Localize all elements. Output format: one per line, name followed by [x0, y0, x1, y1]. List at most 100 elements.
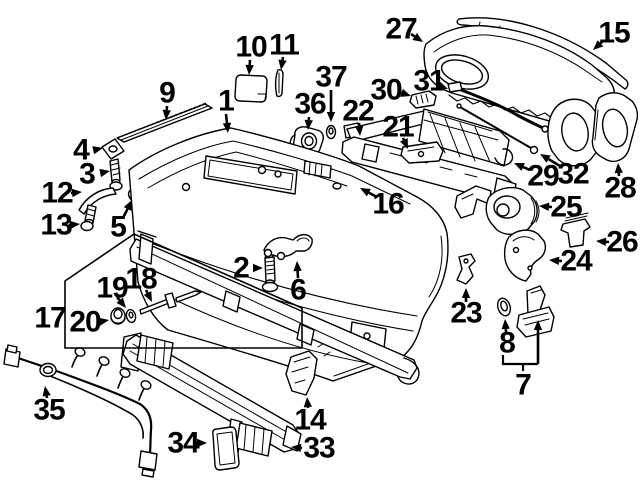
callout-label-7: 7: [515, 369, 531, 402]
part-4-bracket-art: [102, 139, 124, 159]
part-11-strip-art: [276, 70, 283, 97]
part-25-cup-art: [486, 188, 539, 235]
callout-label-20: 20: [69, 306, 101, 339]
callout-label-1: 1: [218, 85, 234, 118]
callout-26: 26: [596, 226, 639, 259]
callout-label-30: 30: [370, 74, 402, 107]
callout-22: 22: [342, 95, 375, 136]
callout-13: 13: [40, 209, 80, 242]
callout-label-15: 15: [598, 17, 630, 50]
callout-label-37: 37: [315, 61, 347, 94]
callout-label-19: 19: [96, 272, 128, 305]
callout-31: 31: [413, 65, 448, 98]
callout-label-14: 14: [294, 404, 327, 437]
part-35-harness-art: [4, 345, 157, 477]
part-19-washer-art: [125, 309, 137, 324]
callout-label-28: 28: [604, 172, 636, 205]
callout-6: 6: [290, 261, 307, 307]
callout-8: 8: [499, 319, 516, 360]
part-18-rod-art: [140, 291, 201, 314]
part-30-clip-art: [410, 91, 436, 108]
callout-label-5: 5: [110, 211, 126, 244]
callout-label-3: 3: [79, 158, 95, 191]
part-9-molding-strip-art: [117, 103, 212, 142]
callout-23: 23: [450, 288, 483, 330]
callout-5: 5: [110, 200, 132, 244]
callout-27: 27: [385, 13, 423, 46]
part-10-plate-art: [235, 75, 267, 102]
callout-34: 34: [167, 427, 207, 460]
part-32-rod-art: [457, 104, 538, 154]
callout-37: 37: [315, 61, 348, 122]
callout-label-33: 33: [303, 432, 335, 465]
callout-label-31: 31: [413, 65, 445, 98]
callout-label-17: 17: [34, 302, 66, 335]
callout-24: 24: [549, 245, 594, 278]
callout-label-13: 13: [40, 209, 72, 242]
callout-2: 2: [233, 252, 263, 285]
part-6-bracket-art: [264, 235, 312, 260]
callout-3: 3: [79, 158, 110, 191]
callout-14: 14: [294, 397, 328, 437]
callout-4: 4: [73, 134, 103, 167]
callout-18: 18: [125, 263, 158, 302]
callout-label-4: 4: [73, 134, 90, 167]
callout-10: 10: [235, 31, 268, 75]
part-26-bracket-art: [561, 213, 590, 247]
callout-30: 30: [370, 74, 411, 107]
part-7-bracket-art: [517, 286, 554, 337]
part-end-bracket-art: [455, 186, 491, 218]
callout-label-21: 21: [382, 111, 414, 144]
callout-9: 9: [159, 77, 176, 120]
callout-20: 20: [69, 306, 109, 339]
part-37-grommet-art: [327, 126, 336, 139]
callout-label-36: 36: [294, 88, 326, 121]
callout-15: 15: [593, 17, 631, 50]
part-3-screw-art: [110, 159, 122, 190]
part-27-diffuser-art: [424, 26, 614, 166]
callout-19: 19: [96, 272, 129, 308]
kit-box-outline: [64, 233, 303, 349]
callout-label-18: 18: [125, 263, 157, 296]
callout-25: 25: [539, 191, 583, 224]
callout-label-9: 9: [159, 77, 175, 110]
callout-17: 17: [34, 233, 303, 349]
part-21-bracket-art: [401, 142, 443, 163]
part-14-side-bracket-art: [286, 351, 317, 395]
callout-28: 28: [604, 163, 637, 205]
callout-12: 12: [41, 177, 82, 210]
callout-35: 35: [33, 386, 66, 427]
callout-label-22: 22: [342, 95, 374, 128]
callout-label-12: 12: [41, 177, 73, 210]
callout-label-25: 25: [550, 191, 582, 224]
callout-label-2: 2: [233, 252, 249, 285]
callout-11: 11: [269, 29, 300, 70]
callout-label-35: 35: [33, 394, 65, 427]
callout-label-32: 32: [557, 158, 589, 191]
part-13-screw-art: [81, 205, 96, 231]
parts-artwork: [4, 18, 637, 477]
callout-label-10: 10: [235, 31, 267, 64]
callout-label-29: 29: [527, 160, 559, 193]
callout-label-8: 8: [499, 327, 515, 360]
callout-label-24: 24: [560, 245, 593, 278]
callout-label-16: 16: [372, 188, 404, 221]
part-absorber-truss-art: [344, 109, 512, 166]
callout-label-27: 27: [385, 13, 417, 46]
callout-7: 7: [501, 320, 543, 402]
callout-33: 33: [291, 432, 336, 465]
callout-label-11: 11: [269, 29, 299, 62]
part-23-bracket-art: [457, 254, 475, 284]
callout-29: 29: [514, 160, 560, 193]
part-8-grommet-art: [496, 297, 513, 318]
part-28-side-panel-art: [592, 93, 637, 162]
callout-16: 16: [360, 188, 405, 221]
callout-1: 1: [218, 85, 235, 133]
part-24-bracket-art: [505, 230, 546, 281]
callout-label-26: 26: [606, 226, 638, 259]
part-20-nut-art: [111, 308, 125, 324]
callout-label-23: 23: [450, 297, 482, 330]
